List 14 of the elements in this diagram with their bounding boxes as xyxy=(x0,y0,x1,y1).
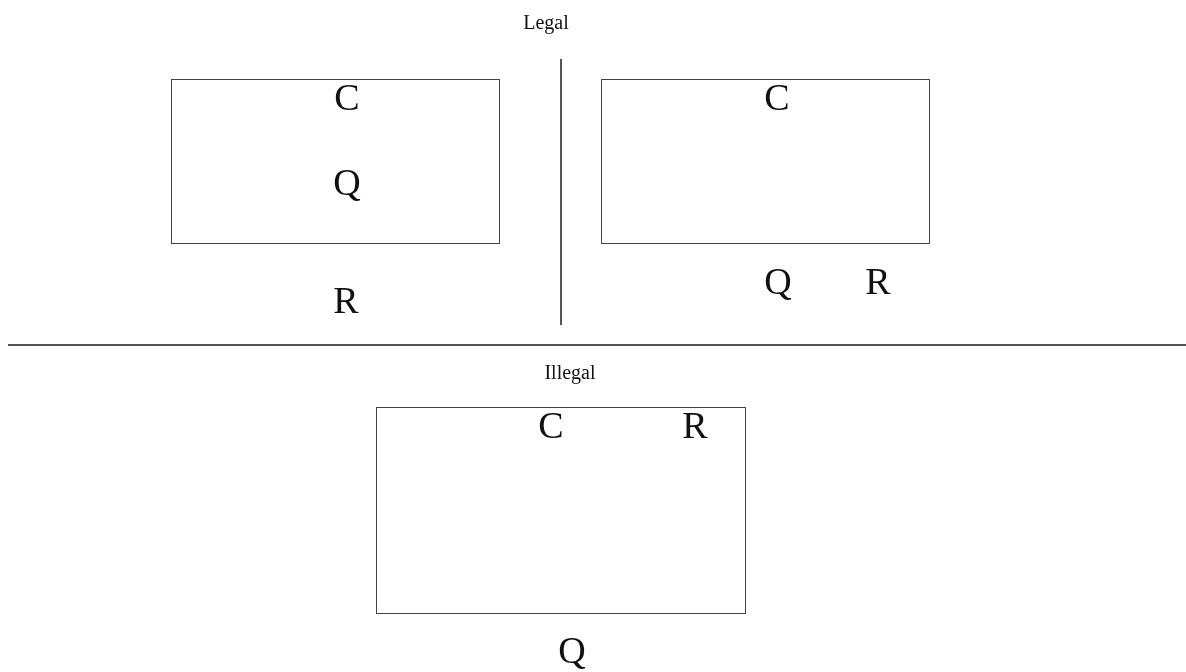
rectangle-box xyxy=(601,79,930,244)
section-heading: Illegal xyxy=(544,362,596,382)
letter-label: R xyxy=(682,406,708,444)
letter-label: Q xyxy=(333,163,361,201)
letter-label: C xyxy=(538,406,564,444)
letter-label: R xyxy=(333,281,359,319)
rectangle-box xyxy=(376,407,746,614)
letter-label: Q xyxy=(764,262,792,300)
letter-label: R xyxy=(865,262,891,300)
letter-label: Q xyxy=(558,631,586,669)
section-heading: Legal xyxy=(523,12,569,32)
rectangle-box xyxy=(171,79,500,244)
letter-label: C xyxy=(764,78,790,116)
letter-label: C xyxy=(334,78,360,116)
